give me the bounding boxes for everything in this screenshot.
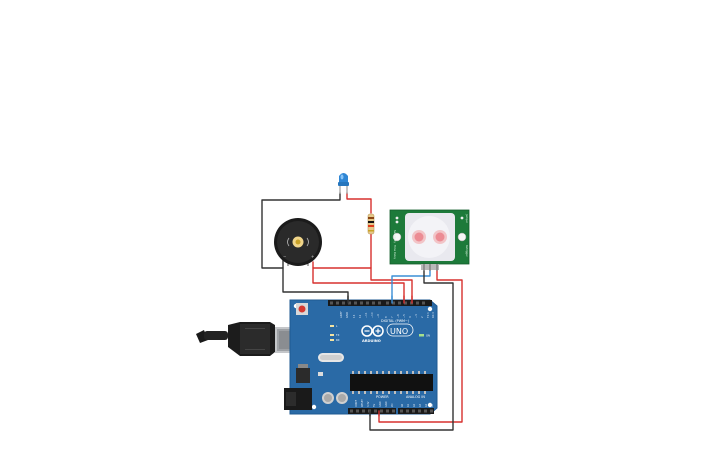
wire-pir-vcc-red[interactable] [378, 269, 463, 423]
analog-pin-label: A5 [431, 403, 434, 407]
digital-pin-label: RX 0 [431, 312, 435, 318]
wire-pir-gnd-black[interactable] [369, 269, 454, 431]
wire-pir-out-blue[interactable] [391, 269, 431, 301]
pir-label-sensitivity: Sensitivity [393, 230, 397, 244]
analog-pin-label: A4 [425, 403, 428, 407]
digital-pin-labels: 13 12 ~11 ~10 ~9 8 7 ~6 ~5 4 ~3 2 TX 1 R… [352, 312, 435, 318]
digital-pin-label: ~11 [364, 312, 368, 318]
digital-pin-label: 2 [420, 316, 424, 318]
arduino-logo-icon [361, 325, 384, 337]
wire-buzzer-led-black[interactable] [261, 192, 341, 269]
digital-pin-label: 7 [390, 316, 394, 318]
power-pin-label: Vin [391, 403, 394, 407]
power-header[interactable] [348, 408, 396, 414]
buzzer-icon[interactable]: − + [274, 218, 322, 266]
power-pin-label: 3.3V [367, 401, 370, 407]
board-brand: ARDUINO [362, 339, 381, 343]
digital-pin-label: TX 1 [426, 312, 430, 318]
power-pin-label: GND [385, 401, 388, 407]
label-aref: AREF [339, 311, 343, 318]
svg-text:+: + [311, 254, 314, 259]
pir-label-jumper: Jumper [465, 213, 469, 224]
usb-cable-icon[interactable] [196, 322, 295, 356]
pir-sensor-icon[interactable]: Sensitivity Time Delay Jumper Retrigger [389, 209, 470, 271]
board-model: UNO [390, 327, 408, 336]
digital-pin-label: ~5 [402, 314, 406, 318]
digital-pin-label: ~6 [396, 314, 400, 318]
label-l: L [336, 324, 338, 328]
label-tx: TX [336, 333, 340, 337]
digital-pin-label: 12 [358, 314, 362, 318]
svg-text:−: − [283, 254, 286, 259]
wires [261, 192, 463, 431]
digital-pin-label: ~10 [370, 312, 374, 318]
power-section-label: POWER [376, 395, 389, 399]
digital-pin-label: ~9 [376, 314, 380, 318]
analog-pin-labels: A0 A1 A2 A3 A4 A5 [401, 403, 434, 407]
pir-label-time-delay: Time Delay [393, 245, 397, 260]
analog-pin-label: A2 [413, 403, 416, 407]
microcontroller-chip [350, 374, 433, 391]
digital-section-label: DIGITAL (PWM~) [381, 319, 410, 323]
label-on: ON [426, 334, 430, 338]
power-pin-label: 5V [373, 403, 376, 407]
arduino-board[interactable]: AREF GND 13 12 ~11 ~10 ~9 8 7 ~6 ~5 4 ~3… [284, 299, 438, 415]
digital-pin-label: 8 [384, 316, 388, 318]
power-pin-label: RESET [361, 399, 364, 407]
digital-pin-label: ~3 [414, 314, 418, 318]
analog-pin-label: A0 [401, 403, 404, 407]
wire-buzzer-pin-red[interactable] [312, 267, 405, 301]
digital-pin-label: 4 [408, 316, 412, 318]
analog-section-label: ANALOG IN [406, 395, 425, 399]
label-gnd-digital: GND [345, 312, 349, 318]
analog-pin-label: A3 [419, 403, 422, 407]
analog-header[interactable] [398, 408, 434, 414]
led-icon[interactable] [338, 173, 349, 194]
resistor-icon[interactable] [367, 213, 375, 235]
label-rx: RX [336, 338, 340, 342]
wire-resistor-red[interactable] [312, 233, 372, 269]
pir-label-retrigger: Retrigger [465, 245, 469, 258]
wire-led-resistor-red[interactable] [346, 192, 372, 214]
power-pin-label: IOREF [355, 399, 358, 407]
power-pin-labels: IOREF RESET 3.3V 5V GND GND Vin [355, 399, 394, 407]
analog-pin-label: A1 [407, 403, 410, 407]
power-pin-label: GND [379, 401, 382, 407]
wire-buzzer-gnd-black[interactable] [282, 267, 349, 301]
digital-pin-label: 13 [352, 314, 356, 318]
